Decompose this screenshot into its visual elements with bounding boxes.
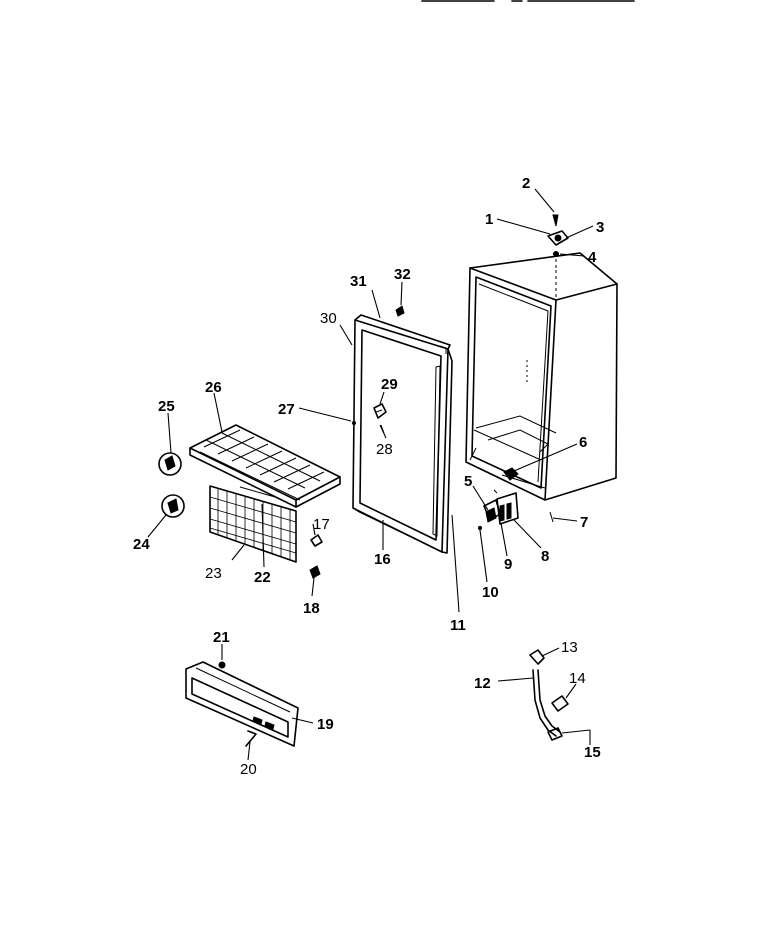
- callout-25: 25: [158, 398, 175, 415]
- evaporator-shelf: [189, 424, 341, 508]
- callout-14: 14: [569, 670, 586, 687]
- grille: [209, 485, 297, 563]
- callout-32: 32: [394, 266, 411, 283]
- callout-21: 21: [213, 629, 230, 646]
- callout-7: 7: [580, 514, 588, 531]
- callout-13: 13: [561, 639, 578, 656]
- callout-2: 2: [522, 175, 530, 192]
- callout-24: 24: [133, 536, 150, 553]
- top-hinge-assembly: [547, 214, 569, 257]
- callout-22: 22: [254, 569, 271, 586]
- callout-28: 28: [376, 441, 393, 458]
- callout-26: 26: [205, 379, 222, 396]
- door: [352, 314, 453, 554]
- callout-1: 1: [485, 211, 493, 228]
- callout-16: 16: [374, 551, 391, 568]
- callout-19: 19: [317, 716, 334, 733]
- callout-29: 29: [381, 376, 398, 393]
- leader-lines: [147, 188, 594, 761]
- callout-5: 5: [464, 473, 472, 490]
- knob-assemblies: [158, 452, 185, 518]
- callout-18: 18: [303, 600, 320, 617]
- callout-15: 15: [584, 744, 601, 761]
- callout-17: 17: [313, 516, 330, 533]
- door-latch: [373, 305, 405, 434]
- toe-grille: [185, 661, 299, 747]
- callout-20: 20: [240, 761, 257, 778]
- callout-9: 9: [504, 556, 512, 573]
- callout-8: 8: [541, 548, 549, 565]
- callout-4: 4: [588, 249, 597, 266]
- callout-23: 23: [205, 565, 222, 582]
- callout-30: 30: [320, 310, 337, 327]
- drain-tube-assembly: [529, 649, 569, 741]
- callout-11: 11: [450, 617, 466, 634]
- callout-12: 12: [474, 675, 491, 692]
- callout-6: 6: [579, 434, 587, 451]
- callout-10: 10: [482, 584, 499, 601]
- cabinet: [465, 252, 618, 501]
- callout-31: 31: [350, 273, 367, 290]
- small-clips: [309, 534, 323, 579]
- callout-labels: 1 2 3 4 5 6 7 8 9 10 11 12 13 14 15 16 1…: [133, 175, 604, 778]
- callout-27: 27: [278, 401, 295, 418]
- lower-hinge-assembly: [477, 467, 554, 531]
- callout-3: 3: [596, 219, 604, 236]
